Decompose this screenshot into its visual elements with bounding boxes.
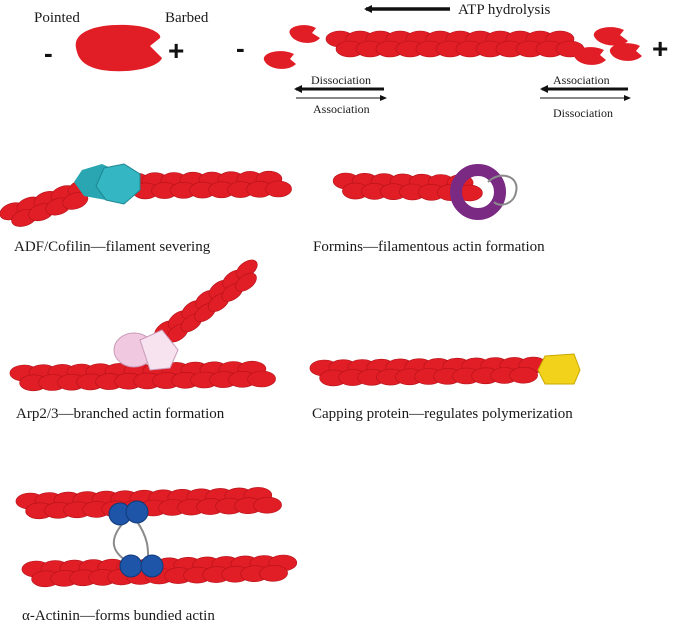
free-monomer-2 <box>263 51 296 69</box>
actin-subunit <box>247 370 276 388</box>
arp-main-filament <box>9 360 276 392</box>
actin-subunit <box>62 191 89 210</box>
cofilin-protein-2 <box>95 163 141 205</box>
actin-monomer <box>75 24 162 72</box>
right-association-label: Association <box>553 73 610 87</box>
right-dissociation-label: Dissociation <box>553 106 613 120</box>
actinin-head-2 <box>125 500 149 524</box>
actin-subunit <box>259 564 288 582</box>
actin-subunit <box>235 272 257 292</box>
monomer-minus-sign: - <box>44 38 53 68</box>
treadmilling-filament <box>325 30 585 58</box>
formin-ring <box>450 164 506 220</box>
filament-minus-sign: - <box>236 33 245 63</box>
actinin-caption: α-Actinin—forms bundied actin <box>22 608 215 624</box>
arp-caption: Arp2/3—branched actin formation <box>16 406 225 422</box>
free-monomer-3 <box>593 27 628 46</box>
capping-filament <box>309 356 548 387</box>
monomer-plus-sign: + <box>168 35 184 66</box>
actinin-head-3 <box>119 554 143 578</box>
actinin-filament-top <box>15 487 282 520</box>
cofilin-filament-left <box>0 179 94 227</box>
barbed-end-label: Barbed <box>165 10 209 26</box>
free-monomer-5 <box>609 43 642 61</box>
pointed-end-label: Pointed <box>34 10 80 26</box>
arp3-protein <box>139 329 179 371</box>
left-dissociation-label: Dissociation <box>311 73 371 87</box>
left-association-label: Association <box>313 102 370 116</box>
capping-caption: Capping protein—regulates polymerization <box>312 406 573 422</box>
free-monomer-4 <box>573 47 606 65</box>
capping-protein <box>537 353 581 385</box>
actin-subunit <box>253 496 282 514</box>
actin-subunit <box>509 366 538 384</box>
filament-plus-sign: + <box>652 33 668 64</box>
formin-tether <box>487 174 518 206</box>
actinin-head-4 <box>140 554 164 578</box>
free-monomer-1 <box>289 25 320 43</box>
formin-caption: Formins—filamentous actin formation <box>313 239 545 255</box>
arp-branch-filament <box>154 259 258 343</box>
cofilin-filament-right <box>122 170 292 200</box>
atp-hydrolysis-label: ATP hydrolysis <box>458 2 551 18</box>
cofilin-caption: ADF/Cofilin—filament severing <box>14 239 211 255</box>
actinin-rod-2 <box>135 519 150 563</box>
actin-subunit <box>265 180 292 198</box>
